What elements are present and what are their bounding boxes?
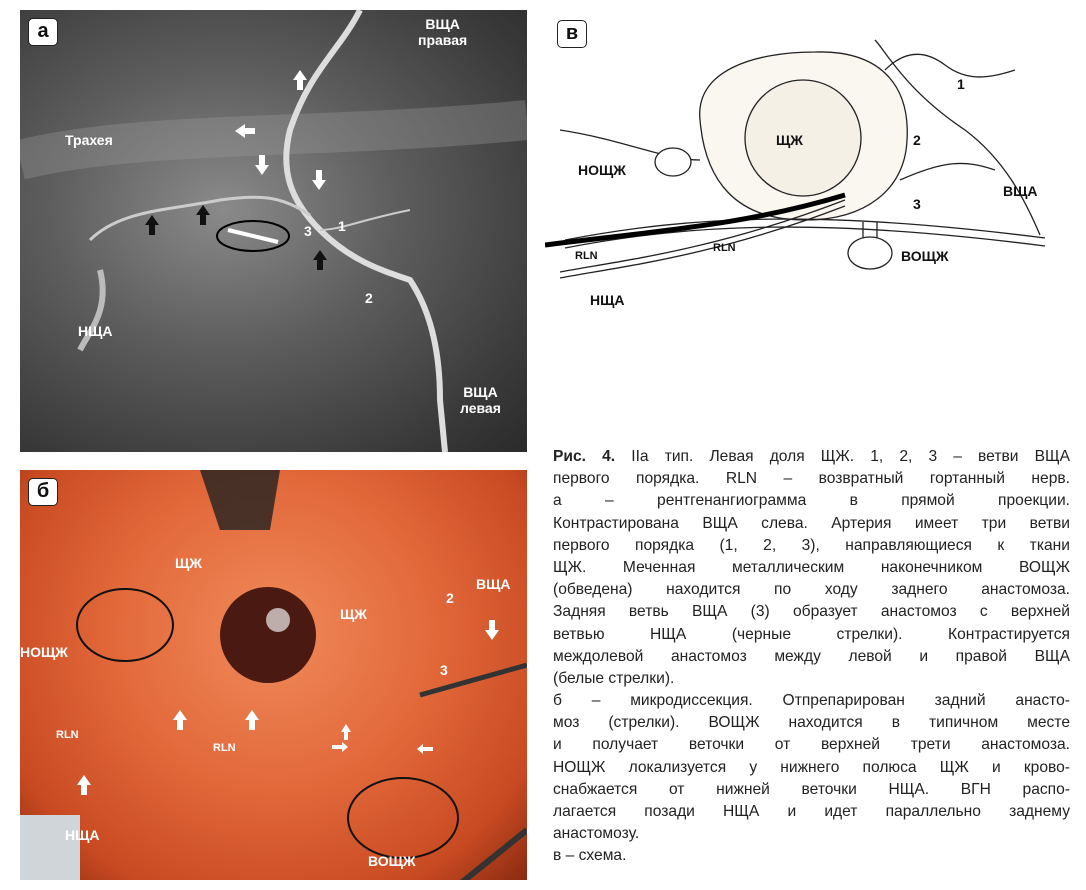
caption-line: ЩЖ. Меченная металлическим наконечником … [553,558,1070,576]
panel-a-tag: а [28,18,58,46]
dissection-photo [20,470,527,880]
label-3: 3 [304,223,312,239]
panel-a-angiogram: а ВЩА правая Трахея НЩА ВЩА левая 1 2 3 [20,10,527,452]
caption-line: первого порядка (1, 2, 3), направляющиес… [553,536,1070,554]
caption-line: Контрастирована ВЩА слева. Артерия имеет… [553,514,1070,532]
caption-line: первого порядка. RLN – возвратный гортан… [553,470,1070,488]
label-noshchzh: НОЩЖ [578,162,626,178]
label-3: 3 [913,196,921,212]
caption-line: междолевой анастомоз между левой и право… [553,647,1070,665]
label-rln-2: RLN [213,742,236,754]
caption-line: Задняя ветвь ВЩА (3) образует анастомоз … [553,603,1070,621]
caption-line: НОЩЖ локализуется у нижнего полюса ЩЖ и … [553,758,1070,776]
label-vshcha: ВЩА [1003,183,1038,199]
label-shchzh-2: ЩЖ [340,606,367,622]
label-shchzh: ЩЖ [776,132,803,148]
caption-line: лагается позади НЩА и идет параллельно з… [553,803,1070,820]
label-noshchzh: НОЩЖ [20,644,68,660]
label-2: 2 [913,132,921,148]
caption-line: анастомозу. [553,825,640,843]
caption-line: б – микродиссекция. Отпрепарирован задни… [553,692,1070,710]
label-voshchzh: ВОЩЖ [901,248,949,264]
label-shchzh-1: ЩЖ [175,555,202,571]
caption-title: Рис. 4. [553,448,616,465]
label-nshcha: НЩА [65,827,100,843]
caption-line: (обведена) находится по ходу заднего ана… [553,581,1070,599]
label-rln-1: RLN [56,729,79,741]
label-vshcha-right: ВЩА правая [418,16,468,48]
caption-line: моз (стрелки). ВОЩЖ находится в типичном… [553,714,1070,732]
label-2: 2 [365,290,373,306]
label-nshcha: НЩА [590,292,625,308]
label-rln-1: RLN [575,250,598,262]
label-vshcha-left: ВЩА левая [460,384,501,416]
caption-line: и получает веточки от верхней трети анас… [553,736,1070,754]
label-rln-2: RLN [713,242,736,254]
label-1: 1 [338,218,346,234]
label-2: 2 [446,590,454,606]
label-voshchzh: ВОЩЖ [368,853,416,869]
panel-b-tag: б [28,478,58,506]
angiogram-vessels [20,10,527,452]
caption-line: (белые стрелки). [553,669,675,687]
figure-caption: Рис. 4. IIa тип. Левая доля ЩЖ. 1, 2, 3 … [553,446,1070,868]
label-trachea: Трахея [65,132,113,148]
label-3: 3 [440,662,448,678]
caption-line: а – рентгенангиограмма в прямой проекции… [553,492,1070,510]
label-1: 1 [957,76,965,92]
panel-c-tag: в [557,20,587,48]
panel-c-scheme: в ЩЖ НОЩЖ ВЩА ВОЩЖ НЩА RLN RLN 1 2 3 [545,10,1075,310]
label-vshcha: ВЩА [476,576,511,592]
caption-line: ветвью НЩА (черные стрелки). Контрастиру… [553,625,1070,643]
caption-line: снабжается от нижней веточки НЩА. ВГН ра… [553,780,1070,798]
panel-b-microdissection: б ЩЖ ЩЖ НОЩЖ ВЩА 2 3 RLN RLN НЩА ВОЩЖ [20,470,527,880]
caption-line: Рис. 4. IIa тип. Левая доля ЩЖ. 1, 2, 3 … [553,448,1070,465]
label-nshcha: НЩА [78,323,113,339]
caption-line: в – схема. [553,847,627,865]
scheme-drawing [545,39,1046,279]
